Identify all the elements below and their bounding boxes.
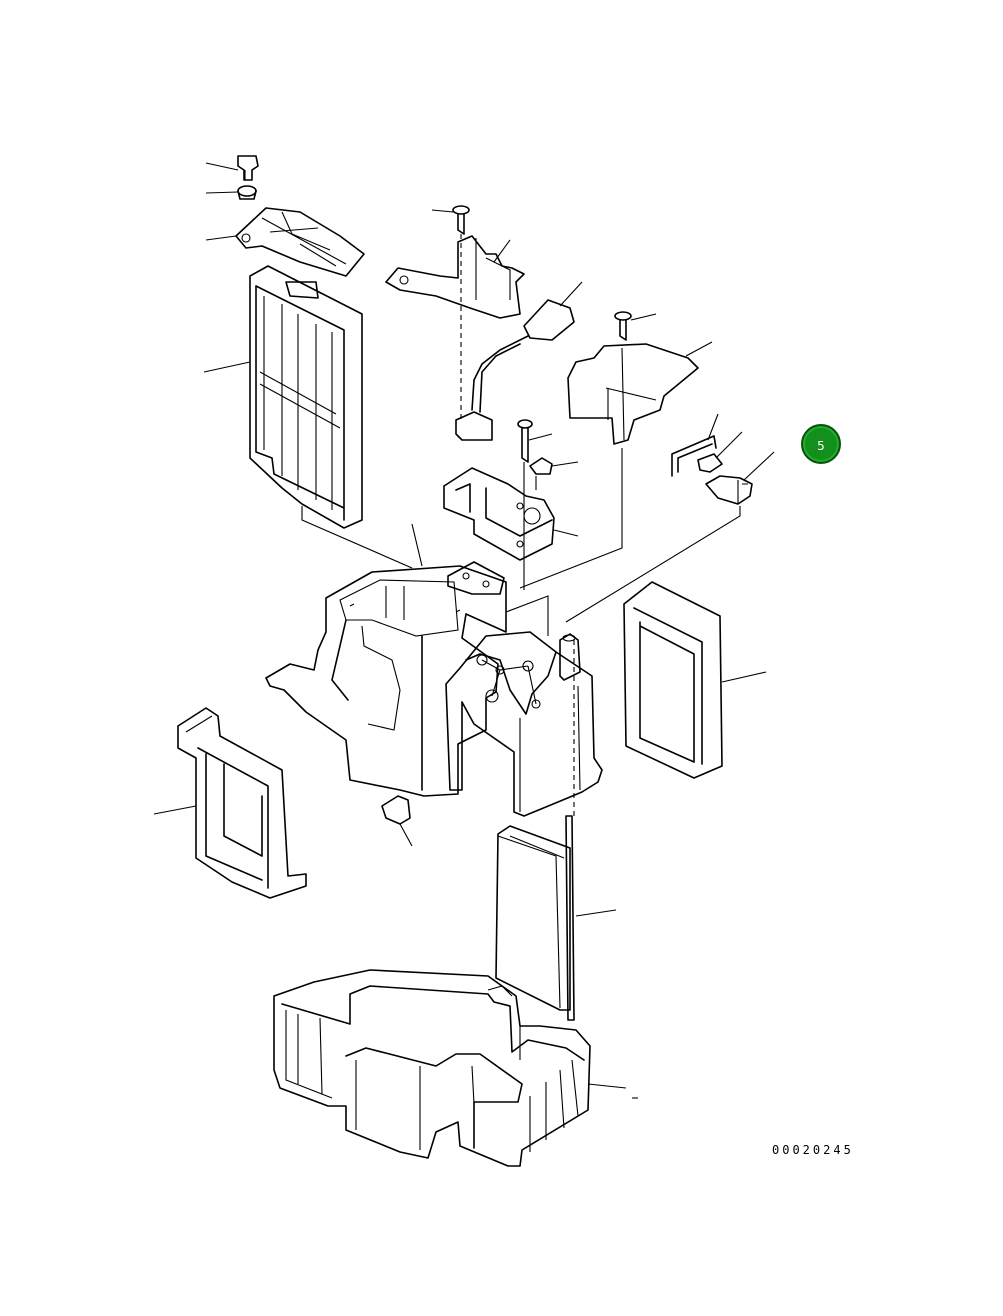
actuator-screw-part[interactable] bbox=[517, 419, 533, 463]
screw-part[interactable] bbox=[452, 205, 470, 235]
leader-line bbox=[205, 191, 239, 194]
grommet-part[interactable] bbox=[237, 185, 257, 200]
lever-mount-part[interactable] bbox=[447, 561, 505, 595]
left-duct-frame-part[interactable] bbox=[177, 707, 307, 899]
cover-plate-part[interactable] bbox=[567, 343, 699, 445]
leader-line bbox=[743, 451, 775, 481]
leader-line bbox=[301, 506, 413, 569]
assembly-line bbox=[505, 595, 549, 636]
drawing-number: 00020245 bbox=[772, 1143, 854, 1157]
harness-connector-part[interactable] bbox=[455, 299, 575, 441]
mode-housing-part[interactable] bbox=[445, 631, 603, 817]
hose-clip-part[interactable] bbox=[381, 795, 411, 825]
lever-part[interactable] bbox=[705, 475, 753, 505]
leader-line bbox=[559, 281, 583, 307]
evaporator-core-part[interactable] bbox=[495, 815, 575, 1021]
rod-part[interactable] bbox=[671, 435, 717, 477]
leader-line bbox=[715, 431, 743, 459]
leader-line bbox=[553, 529, 579, 537]
callout-badge[interactable]: 5 bbox=[801, 424, 841, 464]
clip-part[interactable] bbox=[697, 453, 723, 473]
callout-badge-label: 5 bbox=[817, 439, 825, 453]
leader-line bbox=[431, 209, 454, 213]
leader-line bbox=[493, 239, 511, 263]
leader-line bbox=[587, 1083, 627, 1089]
upper-housing-part[interactable] bbox=[265, 565, 507, 797]
leader-line bbox=[551, 461, 579, 467]
leader-line bbox=[205, 162, 239, 171]
leader-line bbox=[707, 413, 719, 441]
bracket-plate-part[interactable] bbox=[235, 207, 365, 277]
leader-line bbox=[721, 671, 767, 683]
actuator-motor-part[interactable] bbox=[443, 467, 555, 561]
knob-part[interactable] bbox=[237, 155, 259, 181]
leader-line bbox=[153, 805, 197, 815]
small-clip-part[interactable] bbox=[529, 457, 553, 490]
leader-line bbox=[399, 823, 413, 847]
leader-line bbox=[575, 909, 617, 917]
cover-screw-part[interactable] bbox=[614, 311, 632, 341]
assembly-line bbox=[519, 448, 623, 589]
leader-line bbox=[528, 433, 553, 441]
right-duct-frame-part[interactable] bbox=[623, 581, 723, 779]
leader-line bbox=[203, 361, 251, 373]
leader-line bbox=[685, 341, 713, 357]
leader-line bbox=[205, 235, 237, 241]
lower-case-part[interactable] bbox=[273, 969, 591, 1167]
assembly-line bbox=[565, 506, 741, 623]
leader-line bbox=[411, 523, 423, 567]
filter-grille-part[interactable] bbox=[249, 265, 363, 529]
leader-line bbox=[630, 313, 657, 321]
